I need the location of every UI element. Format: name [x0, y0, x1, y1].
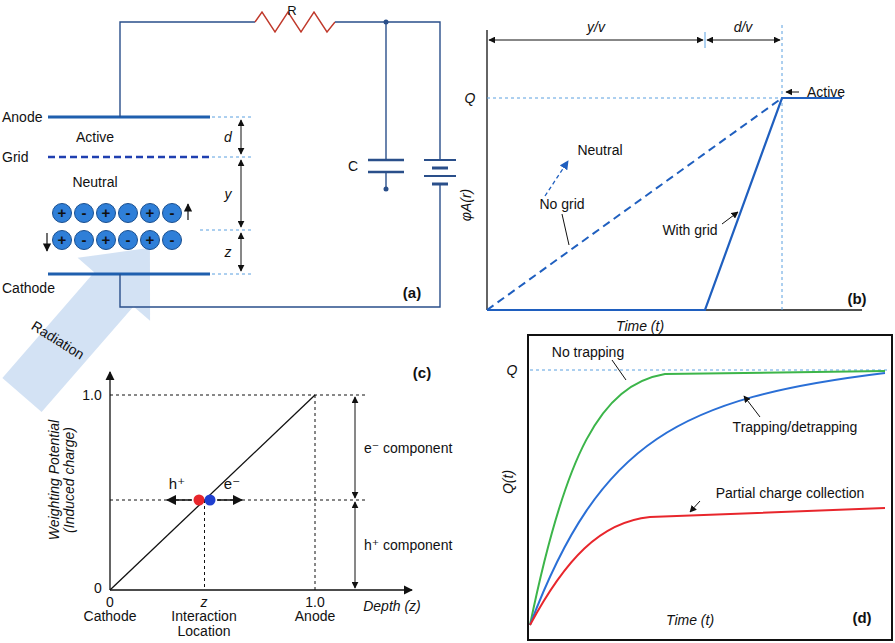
electrode-label: Anode	[2, 110, 42, 125]
axis-label: Time (t)	[666, 613, 714, 628]
curve-label: Partial charge collection	[716, 486, 865, 501]
charge-circle	[97, 231, 116, 250]
panel-label: (c)	[413, 364, 431, 381]
dimension-label: z	[225, 245, 232, 260]
panel-label: (a)	[403, 284, 421, 301]
time-label: y/v	[587, 20, 605, 35]
level-label: Q	[507, 363, 518, 378]
charge-circle	[75, 204, 94, 223]
electrode-label: Cathode	[2, 281, 55, 296]
tick-label: 0	[106, 595, 114, 610]
charge-sign: +	[102, 231, 111, 248]
charge-sign: +	[146, 231, 155, 248]
component-label: C	[348, 159, 358, 174]
panel-label: (d)	[852, 609, 871, 626]
charge-circle	[141, 231, 160, 250]
charge-circle	[75, 231, 94, 250]
carrier-label: h⁺	[169, 475, 185, 492]
region-label: Neutral	[577, 143, 622, 158]
terminal-dot	[384, 187, 389, 192]
charge-sign: -	[170, 231, 175, 248]
charge-sign: +	[58, 231, 67, 248]
axis-label: Time (t)	[616, 319, 664, 334]
charge-sign: +	[102, 204, 111, 221]
anode-plate	[48, 116, 210, 119]
time-label: d/v	[734, 20, 753, 35]
circuit-wires	[120, 12, 456, 307]
charge-circle	[53, 204, 72, 223]
plot-c	[110, 372, 412, 590]
tick-label: 1.0	[82, 388, 101, 403]
carrier-label: e⁻	[224, 475, 240, 492]
charge-pairs	[53, 204, 182, 250]
tick-label: 1.0	[305, 595, 324, 610]
tick-label: 0	[94, 581, 102, 596]
curve-label: With grid	[662, 223, 717, 238]
dimension-label: y	[225, 187, 232, 202]
charge-sign: -	[82, 204, 87, 221]
charge-circle	[163, 231, 182, 250]
drift-arrow	[46, 233, 47, 251]
guide-lines	[200, 117, 252, 274]
charge-circle	[119, 204, 138, 223]
charge-sign: -	[126, 231, 131, 248]
region-label: Active	[807, 85, 845, 100]
dimension-arrows	[241, 120, 242, 271]
charge-sign: -	[126, 204, 131, 221]
panel-label: (b)	[847, 290, 866, 307]
curve-label: No trapping	[552, 345, 624, 360]
charge-sign: +	[58, 204, 67, 221]
region-label: Active	[76, 130, 114, 145]
grid-line	[48, 156, 210, 159]
drift-arrow	[187, 204, 188, 220]
charge-circle	[53, 231, 72, 250]
axis-label: Q(t)	[501, 470, 516, 494]
component-label: e⁻ component	[364, 441, 452, 456]
charge-circle	[141, 204, 160, 223]
tick-label: Interaction Location	[162, 609, 246, 639]
cathode-plate	[48, 273, 210, 276]
curve-label: No grid	[539, 197, 584, 212]
component-label: R	[287, 3, 296, 18]
tick-label: Cathode	[84, 609, 137, 624]
level-label: Q	[465, 91, 476, 106]
curve-label: Trapping/detrapping	[733, 420, 858, 435]
component-label: h⁺ component	[364, 538, 452, 553]
charge-sign: -	[170, 204, 175, 221]
dimension-label: d	[224, 130, 232, 145]
charge-circle	[97, 204, 116, 223]
plot-d	[528, 335, 892, 640]
plot-b	[487, 25, 862, 310]
junction-dot	[384, 20, 389, 25]
axis-label: φA(r)	[459, 189, 474, 221]
axis-label: Weighting Potential (Induced charge)	[47, 398, 77, 563]
charge-sign: -	[82, 231, 87, 248]
tick-label: z	[201, 595, 208, 610]
tick-label: Anode	[295, 609, 335, 624]
electrode-label: Grid	[2, 150, 28, 165]
region-label: Neutral	[72, 175, 117, 190]
charge-circle	[119, 231, 138, 250]
charge-circle	[163, 204, 182, 223]
charge-sign: +	[146, 204, 155, 221]
axis-label: Depth (z)	[363, 599, 421, 614]
